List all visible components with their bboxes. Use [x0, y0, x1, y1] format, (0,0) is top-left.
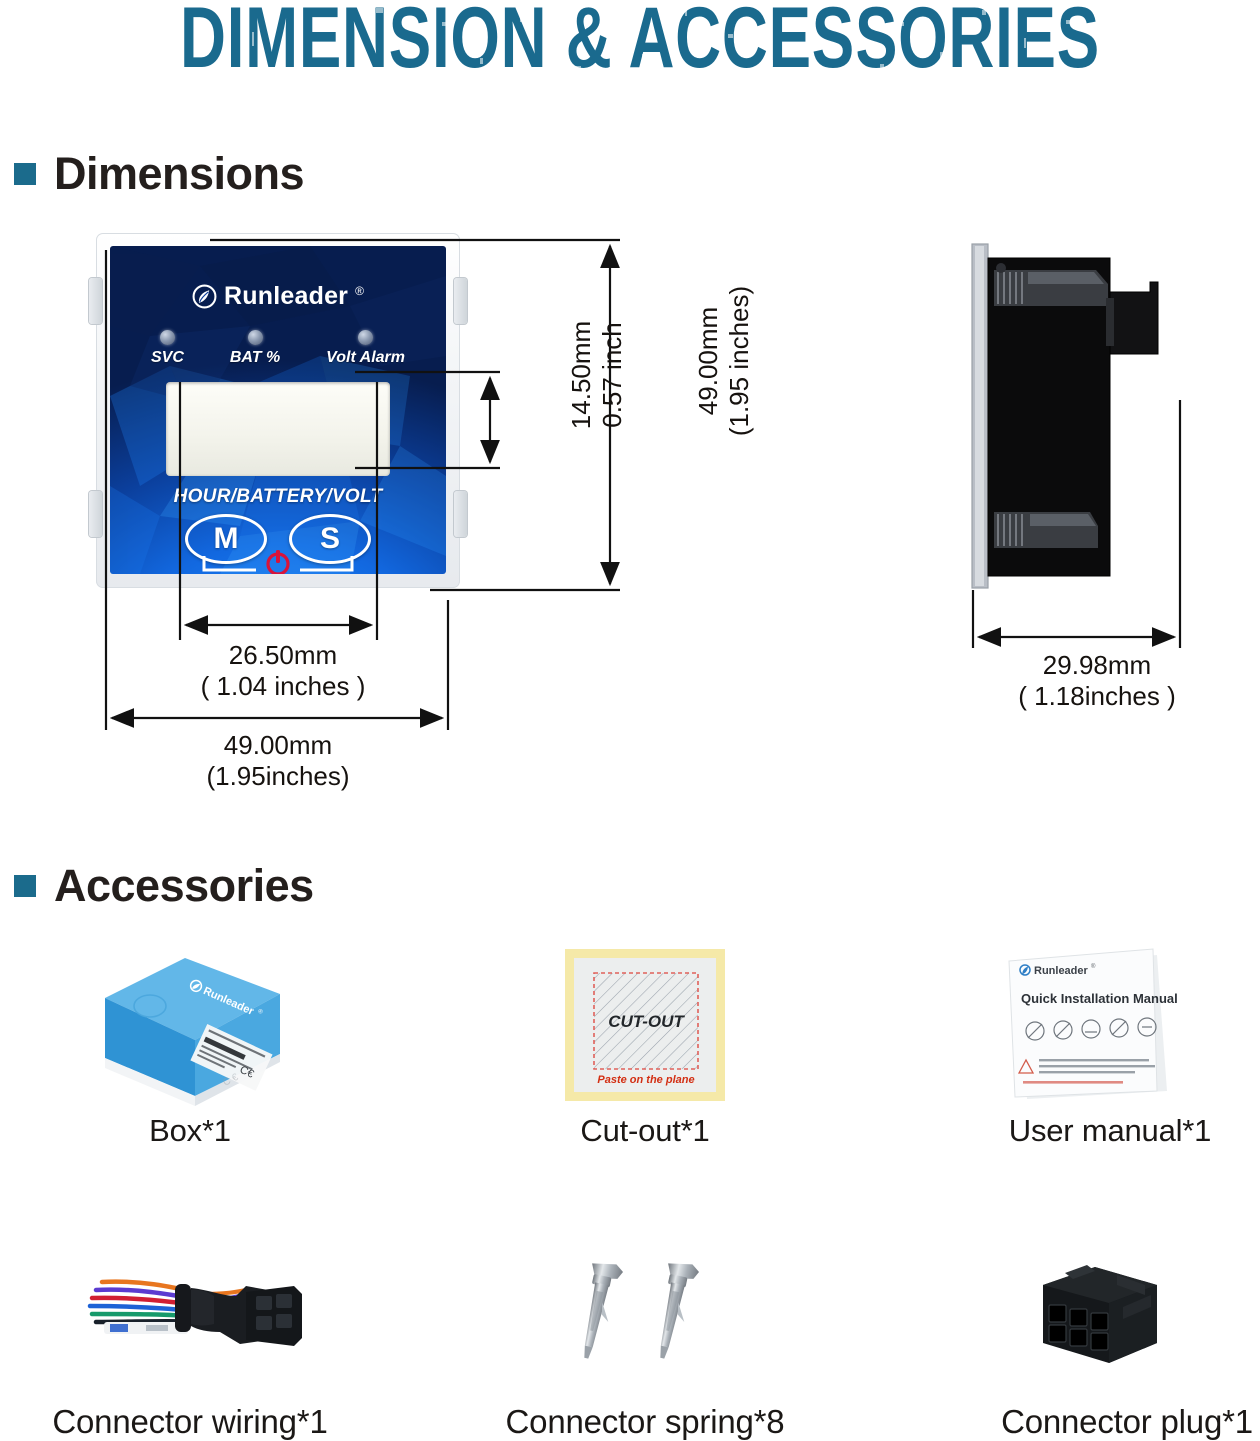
- section-header-accessories: Accessories: [14, 860, 314, 912]
- svg-text:C€: C€: [238, 1063, 256, 1080]
- mounting-tab-top-right: [454, 278, 467, 324]
- section-title: Dimensions: [54, 148, 305, 199]
- accessory-label: Box*1: [149, 1113, 231, 1148]
- led-label: Volt Alarm: [326, 349, 405, 366]
- accessory-image-manual: Runleader ® Quick Installation Manual: [960, 938, 1260, 1113]
- led-indicator-svc: SVC: [151, 330, 184, 367]
- section-bullet-icon: [14, 163, 36, 185]
- device-faceplate: Runleader ® SVC BAT % Volt Alarm HOUR/BA…: [110, 246, 446, 574]
- accessory-item-box: Runleader ® C€ C € Box*1: [40, 938, 340, 1149]
- connector-plug-illustration: [1043, 1264, 1157, 1363]
- power-icon: [266, 550, 290, 574]
- led-dot-icon: [358, 330, 374, 345]
- section-title: Accessories: [54, 860, 314, 911]
- keep-dry-icon: [1081, 1018, 1101, 1039]
- accessory-label: Connector spring*8: [505, 1403, 785, 1440]
- accessory-label: User manual*1: [1008, 1113, 1212, 1148]
- svg-text:®: ®: [257, 1007, 264, 1015]
- accessory-image-cutout: CUT-OUT Paste on the plane: [495, 938, 795, 1113]
- page-header: DIMENSION & ACCESSORIES: [0, 0, 1260, 92]
- device-front-view: Runleader ® SVC BAT % Volt Alarm HOUR/BA…: [89, 233, 467, 588]
- accessory-item-wiring: Connector wiring*1: [40, 1228, 340, 1441]
- manual-registered-icon: ®: [1091, 963, 1096, 970]
- accessory-image-box: Runleader ® C€ C €: [40, 938, 340, 1113]
- dimension-label-lcd-height: 14.50mm 0.57 inch: [566, 320, 627, 430]
- led-label: SVC: [150, 349, 184, 366]
- led-indicator-row: SVC BAT % Volt Alarm: [128, 330, 428, 367]
- accessory-item-cutout: CUT-OUT Paste on the plane Cut-out*1: [495, 938, 795, 1149]
- manual-illustration: Runleader ® Quick Installation Manual: [1008, 947, 1178, 1099]
- mounting-tab-top-left: [89, 278, 102, 324]
- temperature-icon: [1137, 1016, 1157, 1037]
- no-heat-icon: [1109, 1017, 1129, 1038]
- dimension-label-device-height: 49.00mm (1.95 inches): [693, 285, 754, 437]
- led-dot-icon: [247, 330, 263, 345]
- mounting-tab-bottom-left: [89, 491, 102, 537]
- accessory-image-plug: [960, 1228, 1260, 1403]
- accessory-image-spring: [495, 1228, 795, 1403]
- device-side-view: [968, 236, 1183, 596]
- no-water-icon: [1025, 1020, 1045, 1041]
- section-header-dimensions: Dimensions: [14, 148, 305, 200]
- button-bracket-lines: [202, 556, 354, 572]
- accessory-image-wiring: [40, 1228, 340, 1403]
- dimension-label-lcd-width: 26.50mm ( 1.04 inches ): [200, 640, 366, 701]
- no-press-icon: [1053, 1019, 1073, 1040]
- led-indicator-volt: Volt Alarm: [326, 330, 405, 367]
- manual-heading: Quick Installation Manual: [1021, 991, 1178, 1006]
- registered-trademark-icon: ®: [355, 284, 364, 298]
- connector-spring-illustration: [584, 1262, 700, 1359]
- device-side-profile: [971, 243, 1159, 589]
- led-label: BAT %: [229, 349, 281, 366]
- section-bullet-icon: [14, 875, 36, 897]
- cutout-title: CUT-OUT: [608, 1012, 685, 1031]
- lcd-display: [166, 382, 390, 476]
- mounting-tab-bottom-right: [454, 491, 467, 537]
- led-dot-icon: [159, 330, 175, 345]
- device-button-row: M S: [110, 514, 446, 564]
- cutout-sticker-illustration: CUT-OUT Paste on the plane: [565, 948, 725, 1101]
- led-indicator-bat: BAT %: [230, 330, 280, 367]
- manual-brand: Runleader: [1034, 965, 1089, 977]
- dimension-label-device-width: 49.00mm (1.95inches): [206, 730, 350, 791]
- accessory-label: Connector wiring*1: [52, 1403, 328, 1440]
- mode-label: HOUR/BATTERY/VOLT: [173, 486, 383, 507]
- runleader-leaf-icon: [192, 284, 217, 309]
- accessory-item-plug: Connector plug*1: [960, 1228, 1260, 1441]
- accessory-item-spring: Connector spring*8: [495, 1228, 795, 1441]
- brand-name: Runleader: [224, 282, 349, 310]
- accessory-label: Connector plug*1: [1001, 1403, 1253, 1440]
- connector-wiring-illustration: [87, 1278, 302, 1346]
- device-brand-logo: Runleader ®: [110, 282, 446, 311]
- accessory-label: Cut-out*1: [580, 1113, 710, 1148]
- dimension-label-device-depth: 29.98mm ( 1.18inches ): [1018, 650, 1176, 711]
- accessory-item-manual: Runleader ® Quick Installation Manual: [960, 938, 1260, 1149]
- cutout-note: Paste on the plane: [597, 1074, 694, 1086]
- product-box-illustration: Runleader ® C€ C €: [105, 957, 280, 1106]
- set-button[interactable]: S: [289, 514, 371, 564]
- mode-button[interactable]: M: [185, 514, 267, 564]
- page-title: DIMENSION & ACCESSORIES: [180, 0, 1100, 86]
